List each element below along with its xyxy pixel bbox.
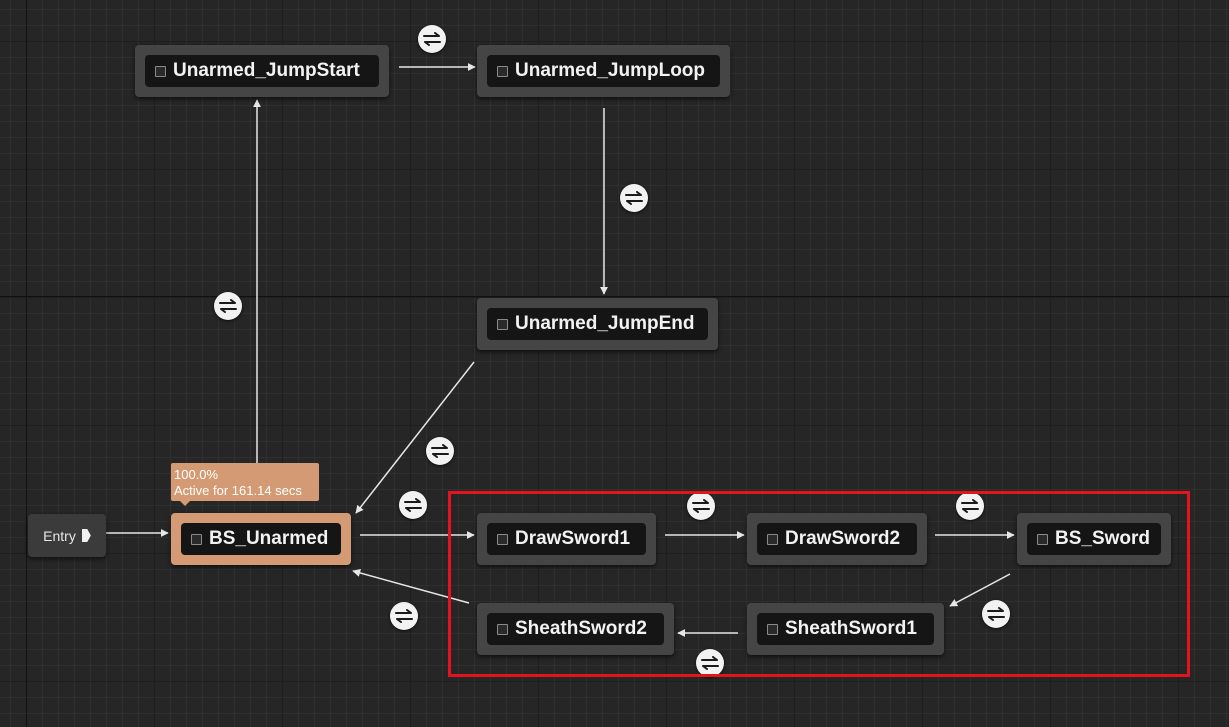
state-drawsword2[interactable]: DrawSword2: [747, 513, 927, 565]
wire-sheathsword2-to-bs-unarmed: [352, 569, 470, 604]
state-bs-sword[interactable]: BS_Sword: [1017, 513, 1171, 565]
state-label: Unarmed_JumpStart: [173, 60, 360, 81]
state-sheathsword1[interactable]: SheathSword1: [747, 603, 944, 655]
state-label: Unarmed_JumpEnd: [515, 313, 695, 334]
state-label: DrawSword2: [785, 528, 901, 549]
state-label: SheathSword2: [515, 618, 647, 639]
entry-output-pin-icon[interactable]: [81, 529, 91, 542]
active-state-tooltip: 100.0% Active for 161.14 secs: [171, 463, 319, 506]
state-label: Unarmed_JumpLoop: [515, 60, 706, 81]
entry-label: Entry: [43, 527, 76, 544]
state-icon: [155, 65, 166, 77]
active-weight: 100.0%: [174, 467, 219, 482]
state-label: DrawSword1: [515, 528, 631, 549]
transition-rule-icon[interactable]: [418, 25, 446, 53]
state-icon: [497, 533, 508, 545]
active-duration: Active for 161.14 secs: [174, 483, 302, 498]
state-icon: [191, 533, 202, 545]
transition-rule-icon[interactable]: [687, 492, 715, 520]
state-unarmed-jumploop[interactable]: Unarmed_JumpLoop: [477, 45, 730, 97]
state-unarmed-jumpend[interactable]: Unarmed_JumpEnd: [477, 298, 718, 350]
transition-rule-icon[interactable]: [982, 600, 1010, 628]
state-label: BS_Sword: [1055, 528, 1151, 549]
state-icon: [767, 533, 778, 545]
transition-rule-icon[interactable]: [956, 492, 984, 520]
state-unarmed-jumpstart[interactable]: Unarmed_JumpStart: [135, 45, 389, 97]
grid-origin-horizontal: [0, 296, 1229, 297]
wire-jumpend-to-bs-unarmed: [355, 361, 475, 514]
transition-rule-icon[interactable]: [620, 184, 648, 212]
state-sheathsword2[interactable]: SheathSword2: [477, 603, 674, 655]
state-drawsword1[interactable]: DrawSword1: [477, 513, 656, 565]
transition-rule-icon[interactable]: [214, 292, 242, 320]
state-icon: [767, 623, 778, 635]
state-icon: [497, 65, 508, 77]
state-icon: [1037, 533, 1048, 545]
wire-bs-sword-to-sheathsword1: [949, 573, 1011, 607]
entry-node[interactable]: Entry: [28, 514, 106, 557]
state-label: SheathSword1: [785, 618, 917, 639]
state-icon: [497, 318, 508, 330]
transition-rule-icon[interactable]: [390, 602, 418, 630]
transition-rule-icon[interactable]: [426, 437, 454, 465]
state-label: BS_Unarmed: [209, 528, 329, 549]
state-icon: [497, 623, 508, 635]
transition-rule-icon[interactable]: [696, 649, 724, 677]
transition-rule-icon[interactable]: [399, 491, 427, 519]
state-bs-unarmed[interactable]: BS_Unarmed: [171, 513, 351, 565]
grid-origin-vertical: [26, 0, 27, 727]
